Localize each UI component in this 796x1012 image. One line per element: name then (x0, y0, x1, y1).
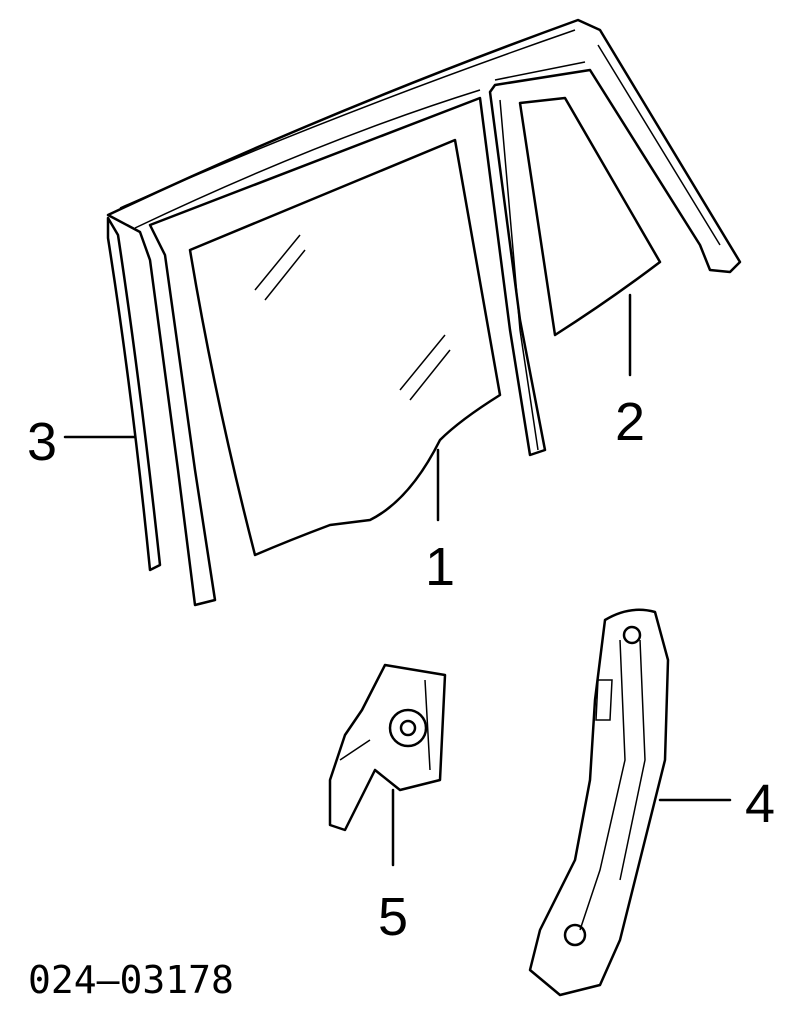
callout-2: 2 (615, 392, 645, 452)
quarter-glass (518, 96, 662, 337)
door-glass (188, 138, 502, 557)
run-channel (106, 216, 162, 572)
leader-lines (63, 293, 732, 867)
callout-1: 1 (425, 537, 455, 597)
window-regulator (528, 608, 670, 997)
callout-3: 3 (27, 412, 57, 472)
door-frame (106, 18, 742, 607)
callout-4: 4 (745, 774, 775, 834)
part-number: 024–03178 (28, 958, 234, 1002)
callout-5: 5 (378, 887, 408, 947)
window-motor (328, 663, 447, 832)
